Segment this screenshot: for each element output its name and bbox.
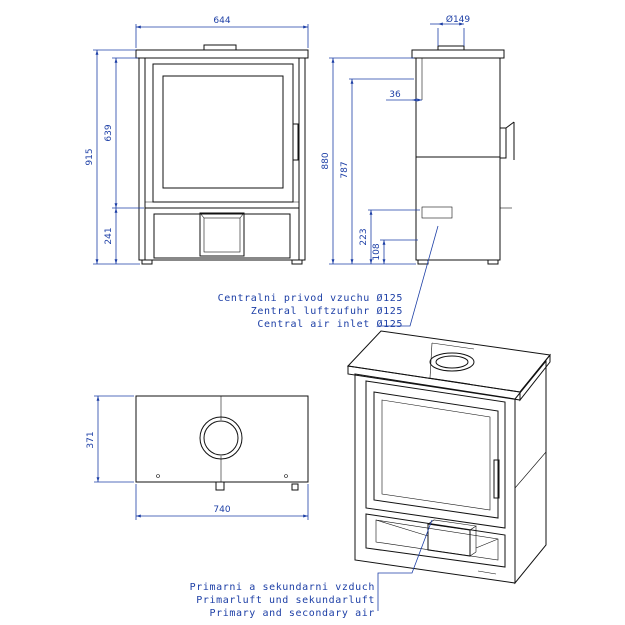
front-width-dimension: 644 <box>213 16 230 26</box>
side-offset-dimension: 36 <box>389 90 401 100</box>
front-view <box>135 44 309 265</box>
central-air-note-line-3: Central air inlet Ø125 <box>257 318 403 330</box>
side-total-height-dimension: 880 <box>321 152 331 169</box>
central-air-note: Centralni privod vzuchu Ø125 Zentral luf… <box>218 225 439 330</box>
primary-air-note-line-3: Primary and secondary air <box>209 608 375 619</box>
top-dimensions: 371 740 <box>86 395 309 520</box>
isometric-view <box>346 330 551 585</box>
front-door-height-dimension: 639 <box>104 124 114 141</box>
front-dimensions: 644 915 639 241 <box>85 16 309 265</box>
central-air-note-line-2: Zentral luftzufuhr Ø125 <box>251 305 403 317</box>
side-inlet-height-dimension: 223 <box>359 228 369 245</box>
side-inlet-top-dimension: 787 <box>340 161 350 178</box>
primary-air-note-line-1: Primarni a sekundarni vzduch <box>190 582 375 593</box>
front-total-height-dimension: 915 <box>85 148 95 165</box>
side-inlet-base-dimension: 108 <box>372 243 382 260</box>
flue-diameter-dimension: Ø149 <box>446 14 471 25</box>
primary-air-note-line-2: Primarluft und sekundarluft <box>196 595 375 606</box>
top-width-dimension: 740 <box>213 505 230 515</box>
front-base-height-dimension: 241 <box>104 227 114 244</box>
top-view <box>135 395 309 491</box>
central-air-note-line-1: Centralni privod vzuchu Ø125 <box>218 292 403 304</box>
side-view <box>411 45 515 265</box>
top-depth-dimension: 371 <box>86 431 96 448</box>
primary-secondary-air-note: Primarni a sekundarni vzduch Primarluft … <box>190 519 433 619</box>
side-dimensions: Ø149 36 880 787 223 108 <box>321 14 471 265</box>
